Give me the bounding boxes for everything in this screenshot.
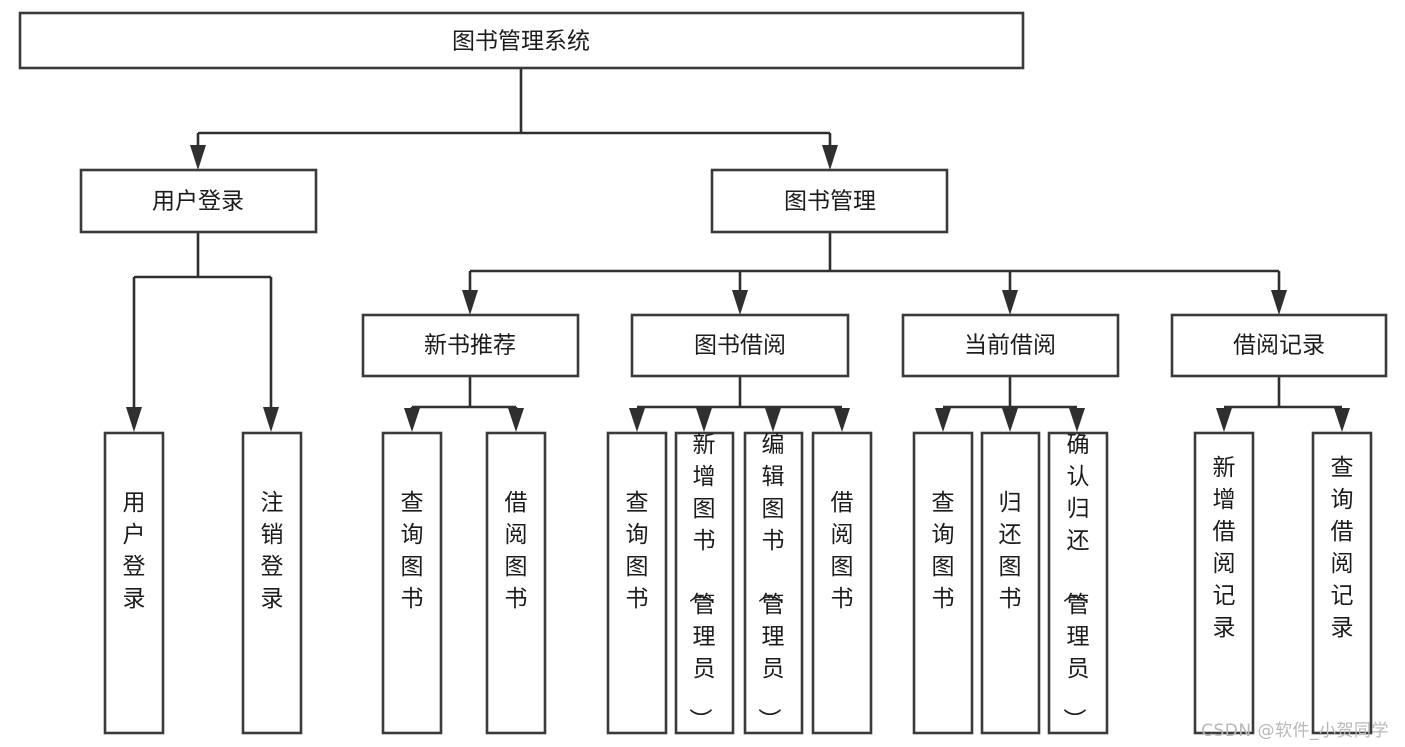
arrow-head-user-leaf2 [263,407,279,432]
node-book-borrow[interactable]: 图书借阅 [630,313,850,378]
connector-group-borrow-record [1216,376,1350,432]
leaf-node[interactable]: 新增借阅记录 [1193,431,1255,735]
leaf-borrow-record-1-label: 新增借阅记录 [1213,455,1236,641]
arrow-head-borrow-record [1271,290,1287,315]
arrow-head-borrowrecord-leaf1 [1216,408,1232,432]
leaf-book-borrow-3-box[interactable] [743,431,804,735]
leaf-new-book-1-box[interactable] [381,431,443,735]
arrow-head-currentborrow-leaf2 [1002,408,1018,432]
arrow-head-current-borrow [1002,290,1018,315]
leaf-book-borrow-4-label: 借阅图书 [831,490,854,612]
arrow-head-newbook-leaf2 [508,408,524,432]
node-current-borrow[interactable]: 当前借阅 [901,313,1120,378]
leaf-book-borrow-2-label: 新增图书（管理员） [687,432,716,731]
leaf-borrow-record-1-box[interactable] [1193,431,1255,735]
node-current-borrow-label: 当前借阅 [964,333,1056,359]
arrow-head-currentborrow-leaf3 [1069,408,1085,432]
leaf-user-login-1-box[interactable] [103,431,165,735]
node-new-book[interactable]: 新书推荐 [361,313,580,378]
node-book-manage-label: 图书管理 [784,189,876,215]
connector-group-root [190,68,838,170]
leaf-node[interactable]: 查询图书 [912,431,974,735]
node-user-login-box[interactable] [79,168,318,234]
arrow-head-newbook-leaf1 [404,408,420,432]
leaf-new-book-2-box[interactable] [485,431,547,735]
arrow-head-new-book [462,290,478,315]
arrow-head-currentborrow-leaf1 [935,408,951,432]
leaf-node[interactable]: 借阅图书 [811,431,873,735]
node-root-label: 图书管理系统 [452,29,590,55]
node-borrow-record-box[interactable] [1170,313,1388,378]
arrow-head-bookborrow-leaf1 [629,408,645,432]
node-new-book-box[interactable] [361,313,580,378]
node-borrow-record-label: 借阅记录 [1233,333,1325,359]
connector-group-book-borrow [629,376,850,432]
leaf-node[interactable]: 注销登录 [241,431,303,735]
node-current-borrow-box[interactable] [901,313,1120,378]
node-root[interactable]: 图书管理系统 [18,11,1025,70]
leaf-new-book-2-label: 借阅图书 [505,490,528,612]
arrow-head-bookborrow-leaf3 [765,408,781,432]
node-book-borrow-box[interactable] [630,313,850,378]
leaf-node[interactable]: 用户登录 [103,431,165,735]
leaf-current-borrow-3-box[interactable] [1047,431,1109,735]
arrow-head-bookborrow-leaf2 [696,408,712,432]
arrow-head-user-login [190,145,206,170]
arrow-head-user-leaf1 [126,407,142,432]
leaf-node[interactable]: 确认归还（管理员） [1047,431,1109,735]
connector-group-new-book [404,376,524,432]
node-user-login-label: 用户登录 [152,189,244,215]
connector-group-current-borrow [935,376,1085,432]
node-book-manage-box[interactable] [710,168,949,234]
leaf-book-borrow-3-label: 编辑图书（管理员） [756,432,785,731]
node-new-book-label: 新书推荐 [424,333,516,359]
leaf-user-login-2-box[interactable] [241,431,303,735]
leaf-book-borrow-4-box[interactable] [811,431,873,735]
leaf-book-borrow-1-box[interactable] [606,431,668,735]
leaf-new-book-1-label: 查询图书 [401,490,424,612]
leaf-user-login-2-label: 注销登录 [261,490,284,612]
arrow-head-bookborrow-leaf4 [834,408,850,432]
leaf-node[interactable]: 查询借阅记录 [1311,431,1373,735]
leaf-borrow-record-2-box[interactable] [1311,431,1373,735]
leaf-node[interactable]: 归还图书 [980,431,1041,735]
leaf-borrow-record-2-label: 查询借阅记录 [1331,455,1354,641]
leaf-current-borrow-1-box[interactable] [912,431,974,735]
leaf-node[interactable]: 编辑图书（管理员） [743,431,804,735]
arrow-head-book-borrow [732,290,748,315]
node-root-box[interactable] [18,11,1025,70]
node-borrow-record[interactable]: 借阅记录 [1170,313,1388,378]
arrow-head-borrowrecord-leaf2 [1334,408,1350,432]
arrow-head-book-manage [822,145,838,170]
leaf-node[interactable]: 借阅图书 [485,431,547,735]
leaf-node[interactable]: 查询图书 [381,431,443,735]
connector-group-user-login [126,232,279,432]
leaf-node[interactable]: 新增图书（管理员） [674,431,735,735]
leaf-current-borrow-3-label: 确认归还（管理员） [1061,432,1090,731]
connector-group-book-manage [462,232,1287,315]
node-book-manage[interactable]: 图书管理 [710,168,949,234]
leaf-current-borrow-2-box[interactable] [980,431,1041,735]
node-book-borrow-label: 图书借阅 [694,333,786,359]
node-user-login[interactable]: 用户登录 [79,168,318,234]
leaf-book-borrow-2-box[interactable] [674,431,735,735]
leaf-current-borrow-2-label: 归还图书 [999,490,1022,612]
leaf-current-borrow-1-label: 查询图书 [932,490,955,612]
leaf-book-borrow-1-label: 查询图书 [626,490,649,612]
leaf-user-login-1-label: 用户登录 [123,490,146,612]
leaf-node[interactable]: 查询图书 [606,431,668,735]
